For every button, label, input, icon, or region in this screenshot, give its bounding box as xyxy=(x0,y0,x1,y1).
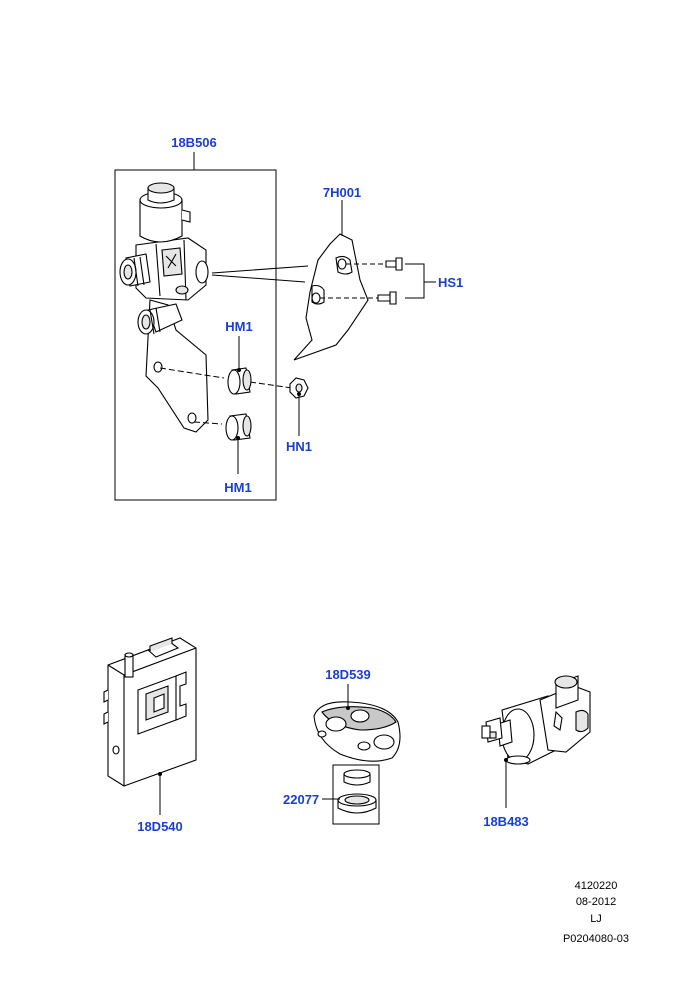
control-module xyxy=(103,637,197,787)
leader-dot xyxy=(237,368,241,372)
callout-18b483: 18B483 xyxy=(483,814,529,829)
valve xyxy=(481,675,591,765)
nut xyxy=(289,377,309,399)
battery xyxy=(337,769,377,814)
leader-line xyxy=(211,274,306,283)
callout-18b506: 18B506 xyxy=(171,135,217,150)
callout-7h001: 7H001 xyxy=(323,185,361,200)
heat-shield xyxy=(293,233,369,361)
callout-hs1: HS1 xyxy=(438,275,463,290)
callout-hn1: HN1 xyxy=(286,439,312,454)
water-valve-assembly xyxy=(119,182,209,433)
remote-transmitter xyxy=(313,701,401,762)
screws xyxy=(320,257,403,305)
rubber-mount-upper xyxy=(227,367,252,395)
leader-line xyxy=(159,367,225,379)
callout-hm1-lower: HM1 xyxy=(224,480,251,495)
callout-hm1-upper: HM1 xyxy=(225,319,252,334)
footer-illustration-id: P0204080-03 xyxy=(563,933,629,945)
leader-line xyxy=(211,265,309,274)
footer-initials: LJ xyxy=(590,913,602,925)
callout-18d539: 18D539 xyxy=(325,667,371,682)
assembly-group-box xyxy=(114,169,277,501)
footer-date: 08-2012 xyxy=(576,896,616,908)
leader-line xyxy=(193,421,223,425)
leader-dot xyxy=(236,436,240,440)
leader-line xyxy=(249,381,293,389)
bracket-lines xyxy=(405,263,436,299)
rubber-mount-lower xyxy=(225,413,252,441)
footer-code: 4120220 xyxy=(575,880,618,892)
battery-box xyxy=(332,764,380,825)
callout-18d540: 18D540 xyxy=(137,819,183,834)
leader-dot xyxy=(346,706,350,710)
callout-22077: 22077 xyxy=(283,792,319,807)
leader-dot xyxy=(297,392,301,396)
